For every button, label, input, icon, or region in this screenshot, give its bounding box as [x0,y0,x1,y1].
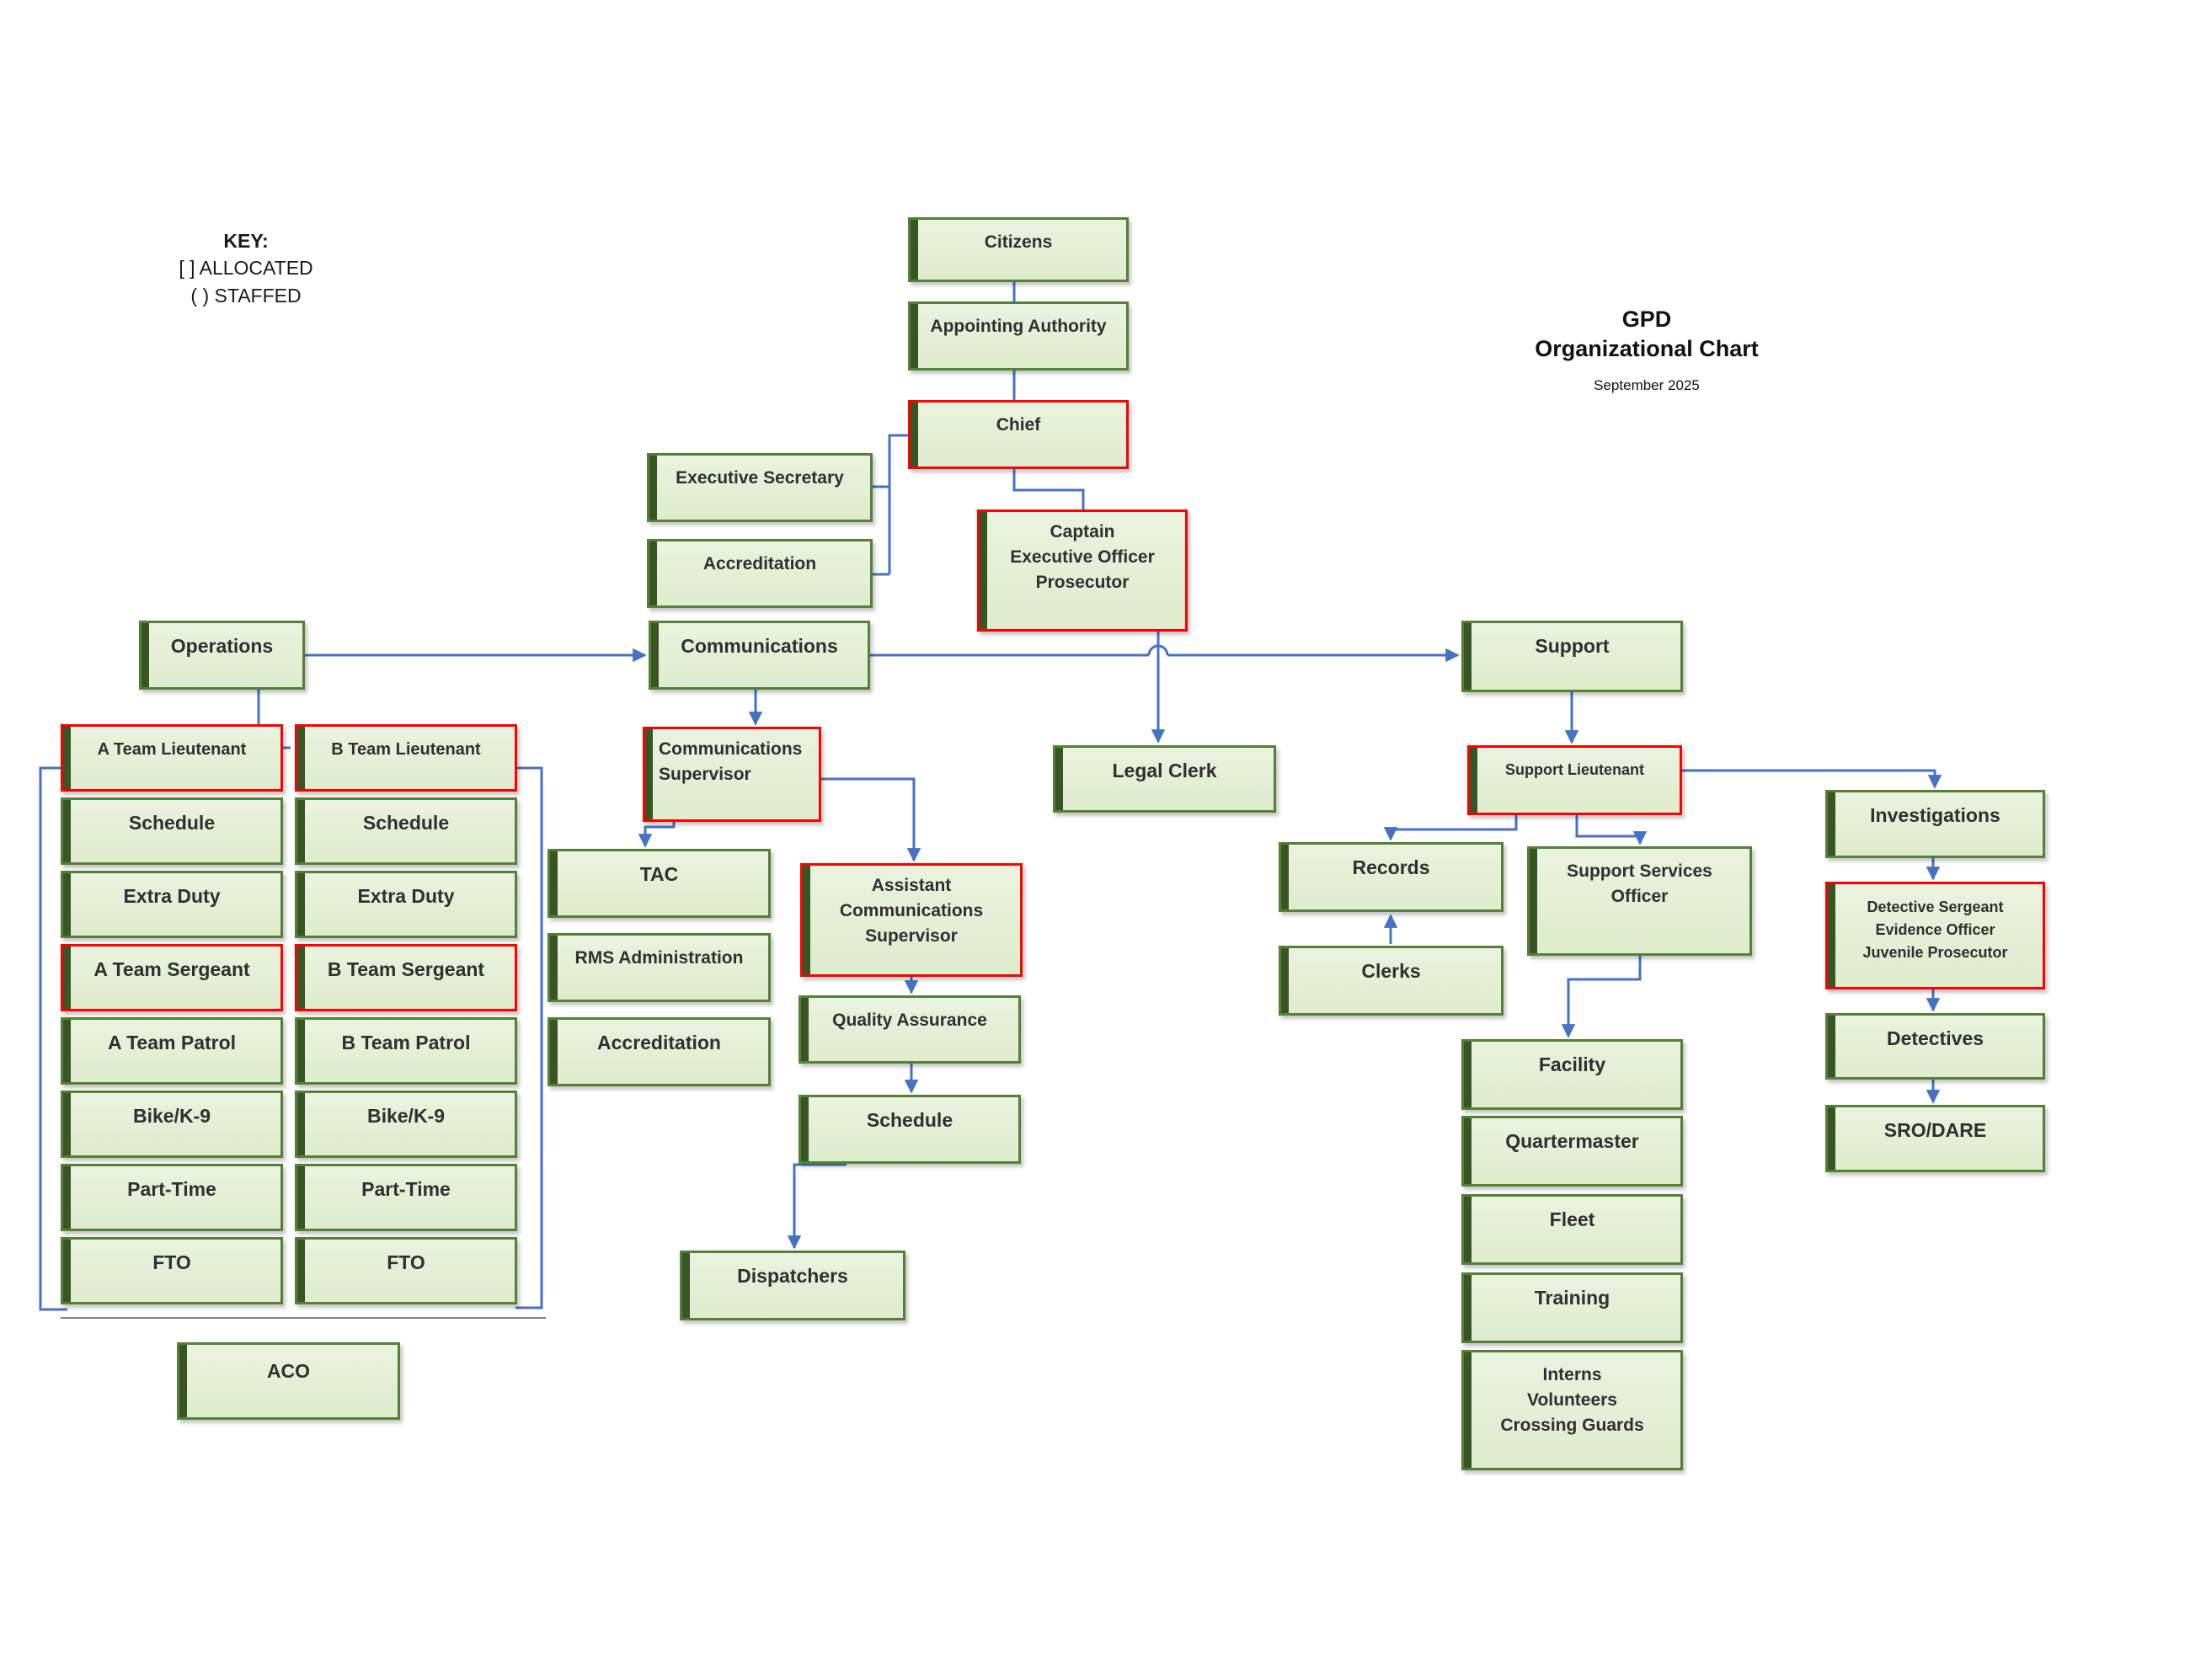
node-b-part-time: Part-Time [295,1164,517,1231]
node-b-schedule: Schedule [295,797,517,865]
legend-title: KEY: [223,230,269,252]
edge-supervisor-tac [638,822,676,848]
node-quartermaster: Quartermaster [1461,1116,1683,1187]
node-operations: Operations [139,621,305,690]
node-b-team-patrol: B Team Patrol [295,1017,517,1085]
node-investigations: Investigations [1825,790,2045,858]
node-aco: ACO [177,1342,400,1420]
bracket-a-team [39,766,67,1311]
node-a-team-patrol: A Team Patrol [61,1017,283,1085]
bracket-b-team [515,766,543,1309]
node-comms-schedule: Schedule [799,1095,1021,1164]
node-communications-supervisor: Communications Supervisor [643,727,821,822]
node-accreditation-comms: Accreditation [548,1017,771,1086]
node-fleet: Fleet [1461,1194,1683,1265]
edge-chief-captain [1012,469,1085,509]
node-clerks: Clerks [1279,946,1504,1016]
chart-title-line1: GPD [1621,307,1672,332]
chart-title-block: GPD Organizational Chart September 2025 [1508,305,1786,394]
edge-lieutenant-investigations [1682,769,1942,789]
node-support: Support [1461,621,1683,692]
node-accreditation-admin: Accreditation [647,539,873,608]
node-quality-assurance: Quality Assurance [799,995,1021,1064]
legend-allocated: [ ] ALLOCATED [179,257,313,279]
node-facility: Facility [1461,1039,1683,1110]
legend-staffed: ( ) STAFFED [190,285,302,307]
node-support-services-officer: Support Services Officer [1527,846,1752,956]
edge-sso-facility [1561,956,1642,1038]
node-detective-sergeant: Detective Sergeant Evidence Officer Juve… [1825,882,2045,989]
node-b-team-sergeant: B Team Sergeant [295,944,517,1011]
node-rms-administration: RMS Administration [548,933,771,1002]
node-training: Training [1461,1272,1683,1343]
edge-lieutenant-sso [1575,815,1648,845]
node-interns-volunteers: Interns Volunteers Crossing Guards [1461,1350,1683,1470]
node-b-bike-k9: Bike/K-9 [295,1091,517,1158]
edge-lieutenant-records [1383,815,1518,841]
node-detectives: Detectives [1825,1013,2045,1080]
node-a-extra-duty: Extra Duty [61,871,283,938]
node-a-team-sergeant: A Team Sergeant [61,944,283,1011]
connectors [39,282,1942,1311]
edge-schedule-dispatchers [787,1163,847,1250]
node-b-extra-duty: Extra Duty [295,871,517,938]
node-a-team-lieutenant: A Team Lieutenant [61,724,283,792]
node-legal-clerk: Legal Clerk [1053,745,1276,813]
node-a-part-time: Part-Time [61,1164,283,1231]
node-records: Records [1279,842,1504,912]
edge-chief-staff-spine [888,434,908,574]
node-tac: TAC [548,849,771,918]
node-dispatchers: Dispatchers [680,1251,905,1320]
edge-supervisor-assistant [821,777,921,862]
node-support-lieutenant: Support Lieutenant [1467,745,1682,815]
node-sro-dare: SRO/DARE [1825,1105,2045,1172]
node-a-schedule: Schedule [61,797,283,865]
legend-key: KEY: [ ] ALLOCATED ( ) STAFFED [145,227,347,310]
node-citizens: Citizens [908,217,1129,282]
chart-title-line2: Organizational Chart [1535,336,1759,361]
node-a-fto: FTO [61,1237,283,1304]
node-executive-secretary: Executive Secretary [647,453,873,522]
chart-subtitle: September 2025 [1594,377,1700,393]
node-chief: Chief [908,400,1129,469]
node-b-team-lieutenant: B Team Lieutenant [295,724,517,792]
node-appointing-authority: Appointing Authority [908,301,1129,371]
node-communications: Communications [649,621,870,690]
node-captain: Captain Executive Officer Prosecutor [977,509,1188,632]
node-assistant-communications-supervisor: Assistant Communications Supervisor [800,863,1023,977]
node-b-fto: FTO [295,1237,517,1304]
node-a-bike-k9: Bike/K-9 [61,1091,283,1158]
